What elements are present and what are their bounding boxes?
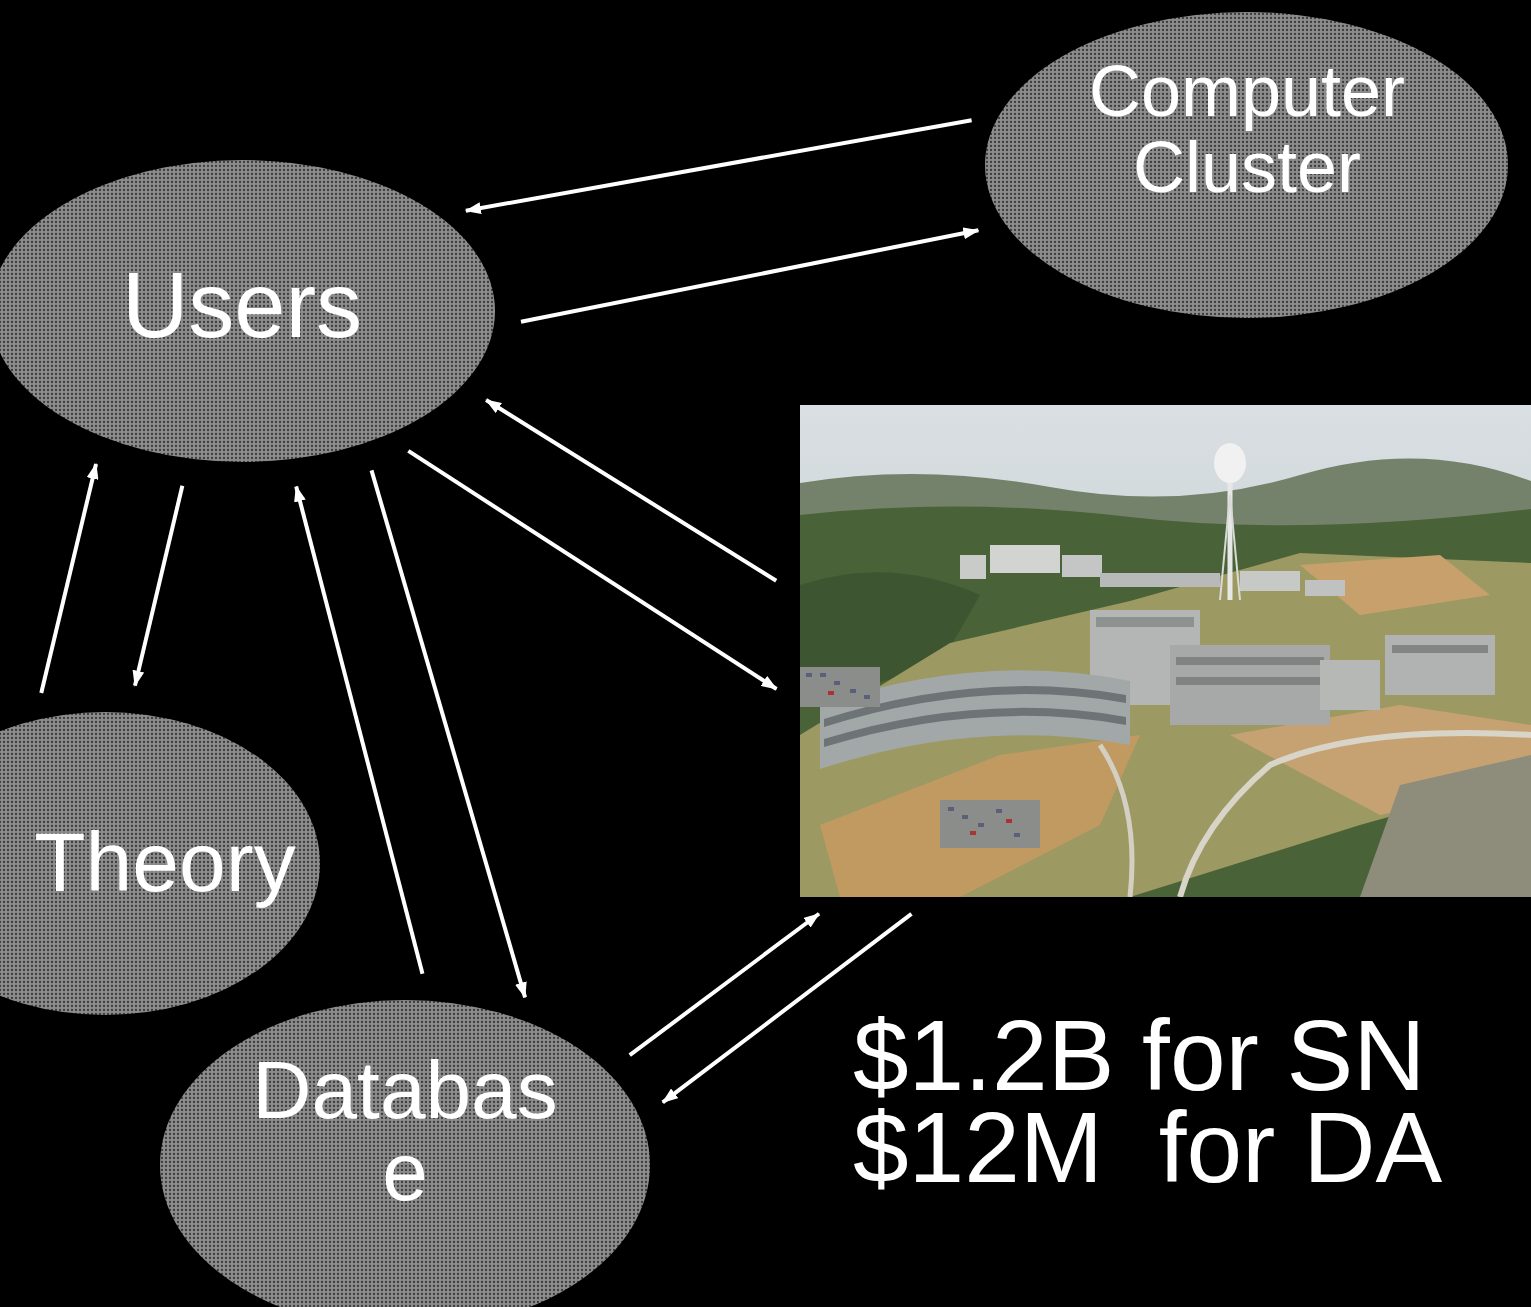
- ellipse-outline: [985, 12, 1508, 318]
- facility-photo: [800, 405, 1531, 897]
- ellipse-node: Theory: [0, 712, 320, 1015]
- text-holder: Theory: [34, 816, 295, 908]
- node-label: Database: [245, 1049, 565, 1213]
- connector-arrow: [521, 230, 978, 321]
- connector-arrow: [296, 487, 422, 974]
- node-label: Users: [122, 255, 362, 356]
- ellipse-outline: [160, 1000, 650, 1307]
- label-holder: $1.2B for SN: [853, 1010, 1426, 1100]
- connector-arrow: [486, 400, 776, 581]
- text-holder: Computer Cluster: [1077, 54, 1417, 205]
- node-label: Computer Cluster: [1077, 54, 1417, 205]
- ellipse-outline: [0, 712, 320, 1015]
- cost-note: $12M for DA: [853, 1102, 1442, 1192]
- connector-arrow: [135, 486, 182, 686]
- ellipse-node: Users: [0, 160, 495, 462]
- connector-arrow: [41, 464, 96, 693]
- label-holder: $12M for DA: [853, 1102, 1442, 1192]
- ellipse-outline: [0, 160, 495, 462]
- ellipse-node: Computer Cluster: [985, 12, 1508, 318]
- connector-arrow: [372, 470, 526, 997]
- cost-note: $1.2B for SN: [853, 1010, 1426, 1100]
- node-label: Theory: [34, 816, 295, 908]
- connector-arrow: [408, 451, 776, 689]
- text-holder: Users: [122, 255, 362, 356]
- connector-arrow: [630, 914, 819, 1055]
- ellipse-node: Database: [160, 1000, 650, 1307]
- connector-arrow: [466, 120, 972, 211]
- text-holder: Database: [245, 1049, 565, 1213]
- facility-photo-illustration: [800, 405, 1531, 897]
